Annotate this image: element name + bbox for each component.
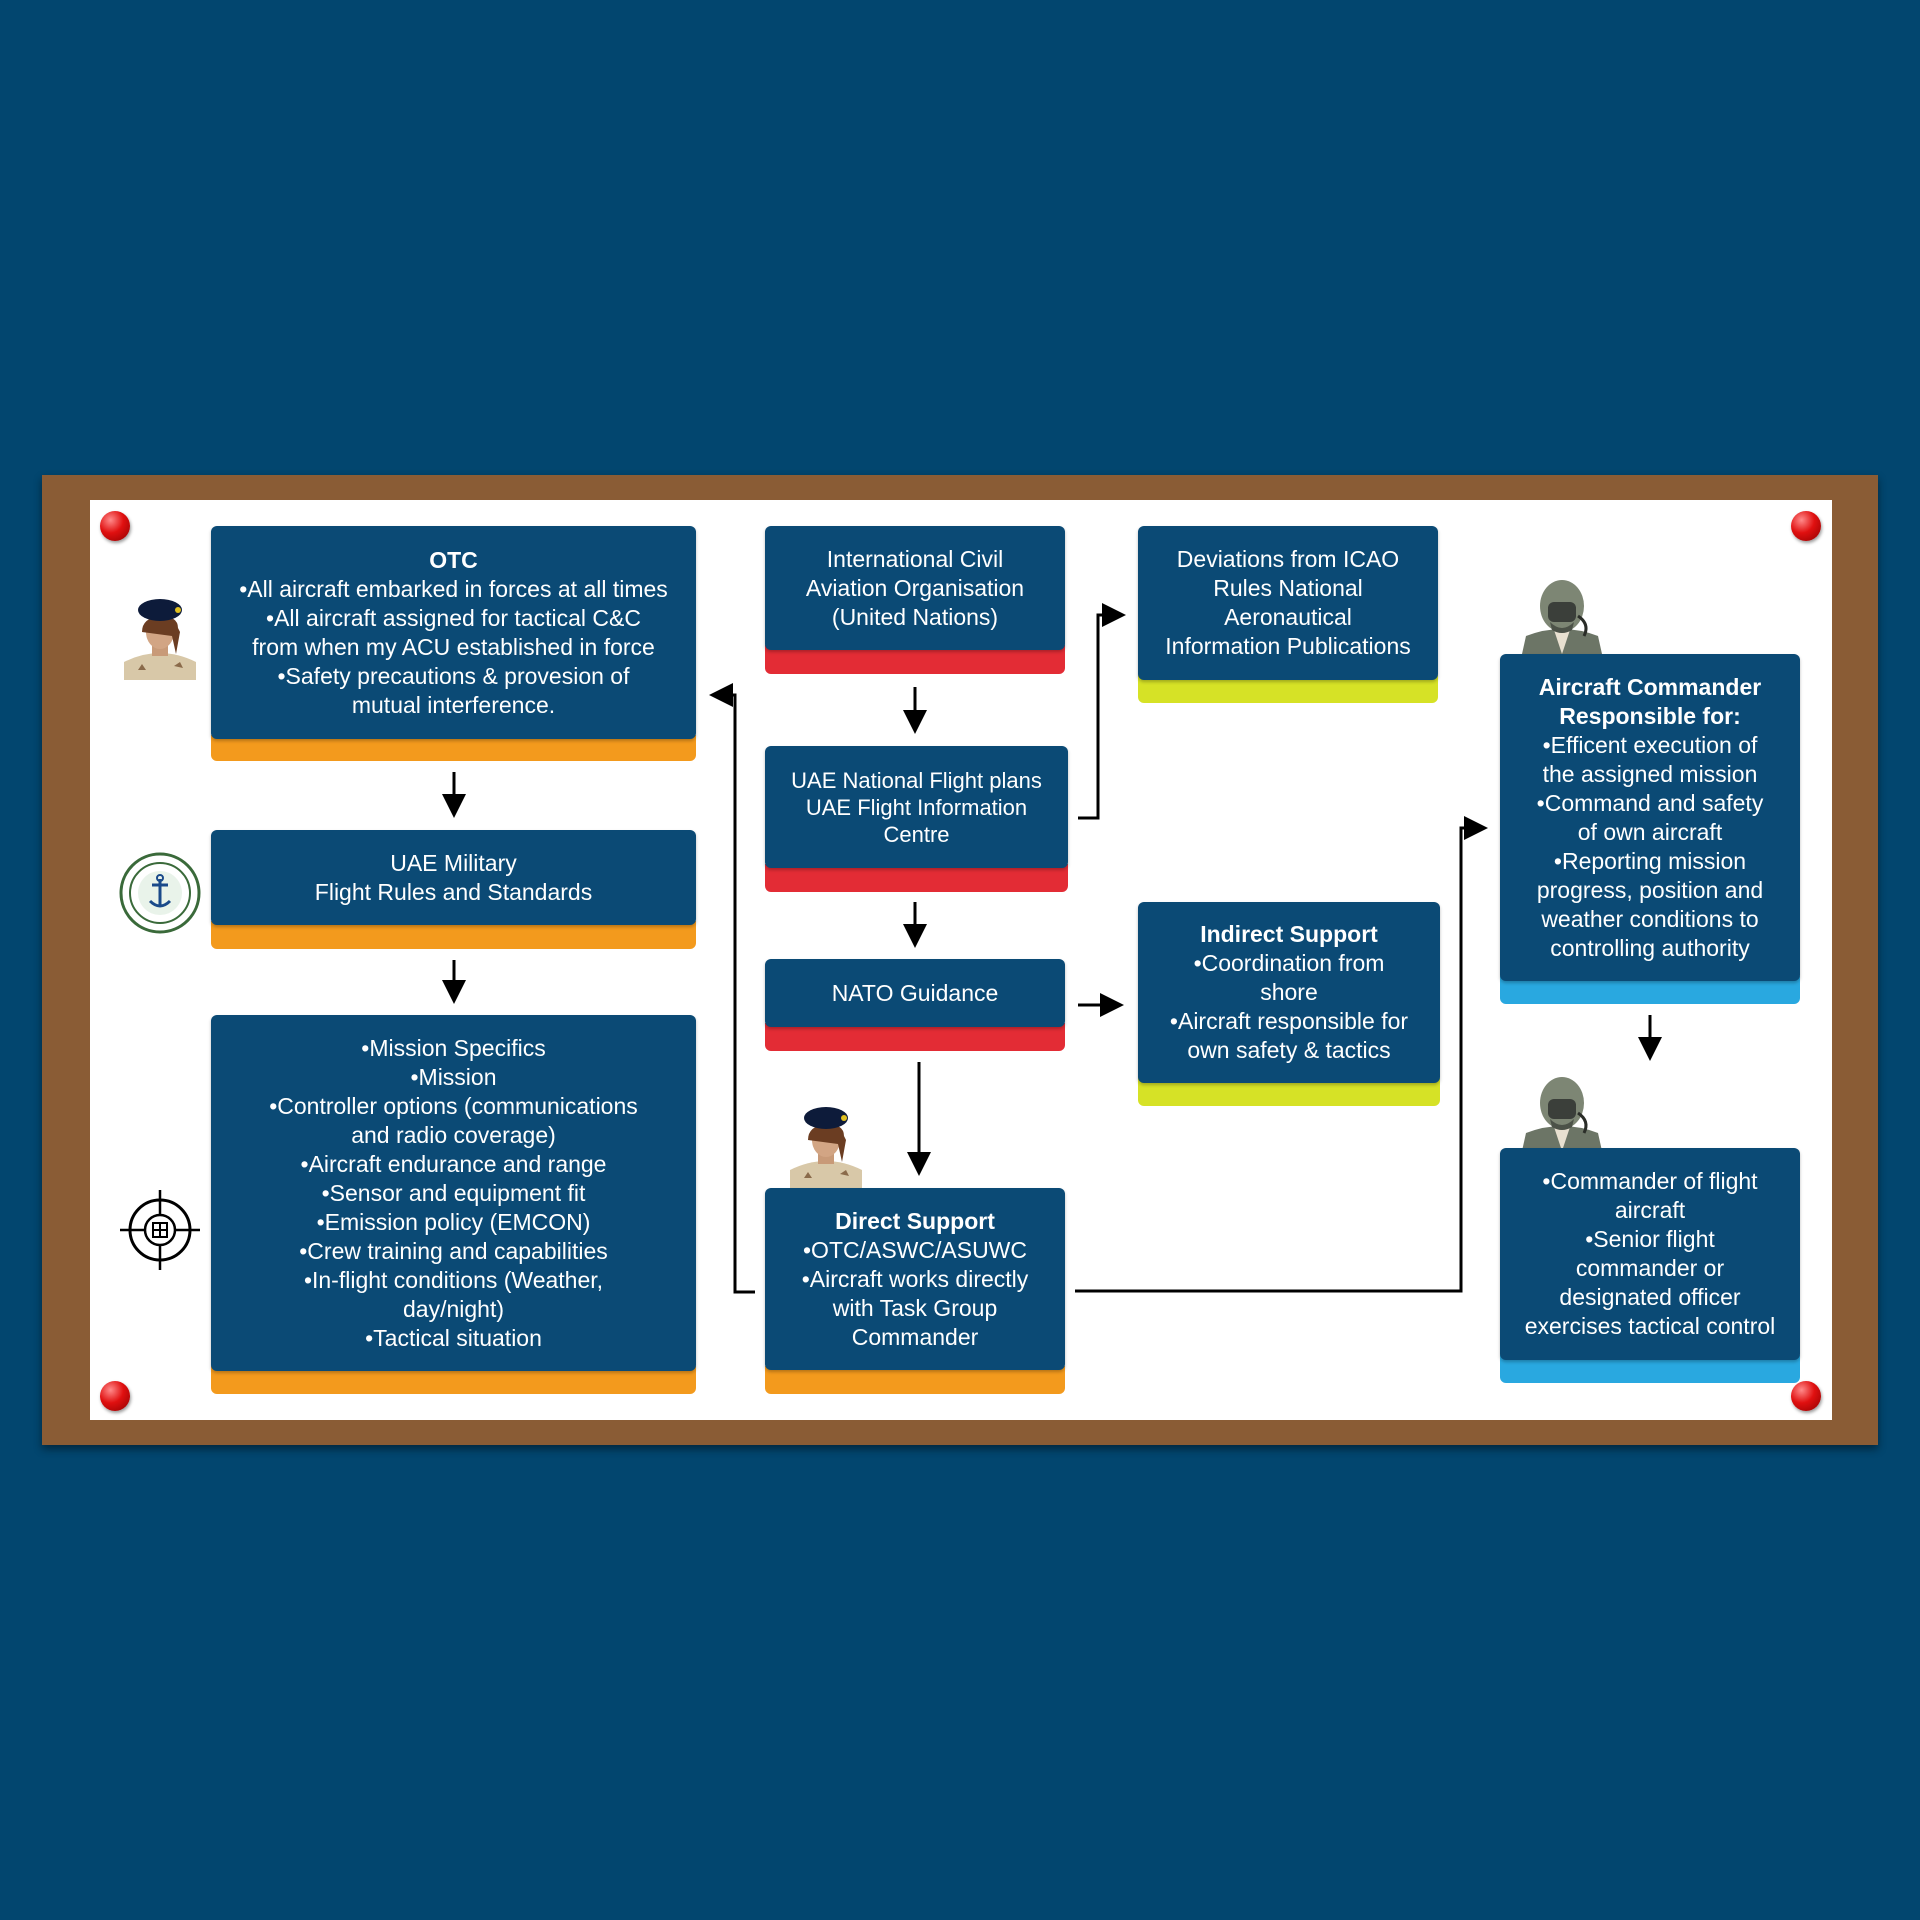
direct-support-title: Direct Support xyxy=(835,1207,995,1234)
navy-officer-icon xyxy=(790,1107,862,1188)
pilot-icon xyxy=(1522,580,1602,654)
deviations-line: Aeronautical xyxy=(1224,604,1352,630)
mission-line: •Aircraft endurance and range xyxy=(300,1150,607,1177)
otc-box: OTC •All aircraft embarked in forces at … xyxy=(211,526,696,739)
mission-line: •In-flight conditions (Weather, xyxy=(303,1266,604,1293)
pin-top-right xyxy=(1791,511,1821,541)
aircraft-commander-line: the assigned mission xyxy=(1542,760,1758,787)
otc-line: mutual interference. xyxy=(351,691,556,718)
direct-support-line: •OTC/ASWC/ASUWC xyxy=(803,1236,1027,1263)
uae-military-line: UAE Military xyxy=(390,849,517,876)
deviations-box: Deviations from ICAO Rules National Aero… xyxy=(1138,526,1438,680)
uae-national-line: UAE National Flight plans xyxy=(791,767,1042,793)
indirect-support-line: shore xyxy=(1260,979,1318,1005)
crosshair-icon xyxy=(120,1190,200,1270)
deviations-line: Deviations from ICAO xyxy=(1176,546,1400,572)
mission-line: •Sensor and equipment fit xyxy=(321,1179,586,1206)
aircraft-commander-line: •Reporting mission xyxy=(1553,847,1747,874)
direct-support-line: with Task Group xyxy=(832,1294,998,1321)
aircraft-commander-title: Responsible for: xyxy=(1559,702,1741,729)
aircraft-commander-line: weather conditions to xyxy=(1541,905,1759,932)
indirect-support-title: Indirect Support xyxy=(1200,921,1378,947)
indirect-support-box: Indirect Support •Coordination from shor… xyxy=(1138,902,1440,1083)
flight-commander-line: •Commander of flight xyxy=(1542,1168,1758,1194)
mission-line: •Tactical situation xyxy=(365,1324,542,1351)
otc-line: from when my ACU established in force xyxy=(252,633,655,660)
mission-line: •Emission policy (EMCON) xyxy=(316,1208,591,1235)
flight-commander-line: exercises tactical control xyxy=(1524,1313,1776,1339)
direct-support-box: Direct Support •OTC/ASWC/ASUWC •Aircraft… xyxy=(765,1188,1065,1370)
flight-commander-box: •Commander of flight aircraft •Senior fl… xyxy=(1500,1148,1800,1360)
uae-national-line: UAE Flight Information xyxy=(805,794,1028,820)
flight-commander-line: aircraft xyxy=(1614,1197,1686,1223)
mission-line: •Crew training and capabilities xyxy=(299,1237,608,1264)
otc-line: •All aircraft embarked in forces at all … xyxy=(239,575,668,602)
uae-military-line: Flight Rules and Standards xyxy=(314,878,593,905)
icao-box: International Civil Aviation Organisatio… xyxy=(765,526,1065,650)
pin-bottom-left xyxy=(100,1381,130,1411)
navy-officer-icon xyxy=(124,599,196,680)
otc-title: OTC xyxy=(429,546,478,573)
aircraft-commander-title: Aircraft Commander xyxy=(1538,673,1762,700)
pilot-icon xyxy=(1522,1077,1602,1151)
icao-line: International Civil xyxy=(826,545,1004,572)
arrow-uae-national-to-deviations xyxy=(1078,603,1126,820)
arrow-direct-support-to-otc xyxy=(709,683,755,1294)
arrow-direct-support-to-aircraft-commander xyxy=(1075,816,1488,1293)
uae-military-accent-bar xyxy=(211,921,696,949)
naval-emblem-icon xyxy=(119,852,201,934)
uae-national-line: Centre xyxy=(883,821,950,847)
uae-national-accent-bar xyxy=(765,864,1068,892)
otc-accent-bar xyxy=(211,735,696,761)
mission-line: •Mission Specifics xyxy=(361,1034,546,1061)
pin-bottom-right xyxy=(1791,1381,1821,1411)
nato-guidance-box: NATO Guidance xyxy=(765,959,1065,1027)
direct-support-accent-bar xyxy=(765,1366,1065,1394)
direct-support-line: •Aircraft works directly xyxy=(801,1265,1029,1292)
direct-support-line: Commander xyxy=(851,1323,979,1350)
aircraft-commander-line: •Efficent execution of xyxy=(1542,731,1758,758)
aircraft-commander-line: •Command and safety xyxy=(1536,789,1764,816)
deviations-line: Information Publications xyxy=(1165,633,1411,659)
nato-line: NATO Guidance xyxy=(831,979,999,1006)
flight-commander-line: designated officer xyxy=(1559,1284,1741,1310)
uae-national-box: UAE National Flight plans UAE Flight Inf… xyxy=(765,746,1068,868)
deviations-line: Rules National xyxy=(1213,575,1363,601)
aircraft-commander-line: controlling authority xyxy=(1550,934,1750,961)
flight-commander-line: •Senior flight xyxy=(1585,1226,1715,1252)
aircraft-commander-line: progress, position and xyxy=(1536,876,1764,903)
indirect-support-line: •Aircraft responsible for xyxy=(1169,1008,1409,1034)
icao-line: Aviation Organisation xyxy=(805,574,1025,601)
pin-top-left xyxy=(100,511,130,541)
icao-line: (United Nations) xyxy=(831,603,999,630)
otc-line: •All aircraft assigned for tactical C&C xyxy=(266,604,641,631)
uae-military-box: UAE Military Flight Rules and Standards xyxy=(211,830,696,925)
otc-line: •Safety precautions & provesion of xyxy=(277,662,630,689)
flight-commander-line: commander or xyxy=(1575,1255,1725,1281)
mission-line: and radio coverage) xyxy=(351,1121,556,1148)
nato-accent-bar xyxy=(765,1023,1065,1051)
indirect-support-line: •Coordination from xyxy=(1193,950,1385,976)
mission-specifics-box: •Mission Specifics •Mission •Controller … xyxy=(211,1015,696,1371)
mission-line: day/night) xyxy=(402,1295,504,1322)
aircraft-commander-line: of own aircraft xyxy=(1577,818,1723,845)
mission-line: •Mission xyxy=(410,1063,497,1090)
mission-line: •Controller options (communications xyxy=(269,1092,638,1119)
aircraft-commander-box: Aircraft Commander Responsible for: •Eff… xyxy=(1500,654,1800,981)
indirect-support-line: own safety & tactics xyxy=(1187,1037,1391,1063)
